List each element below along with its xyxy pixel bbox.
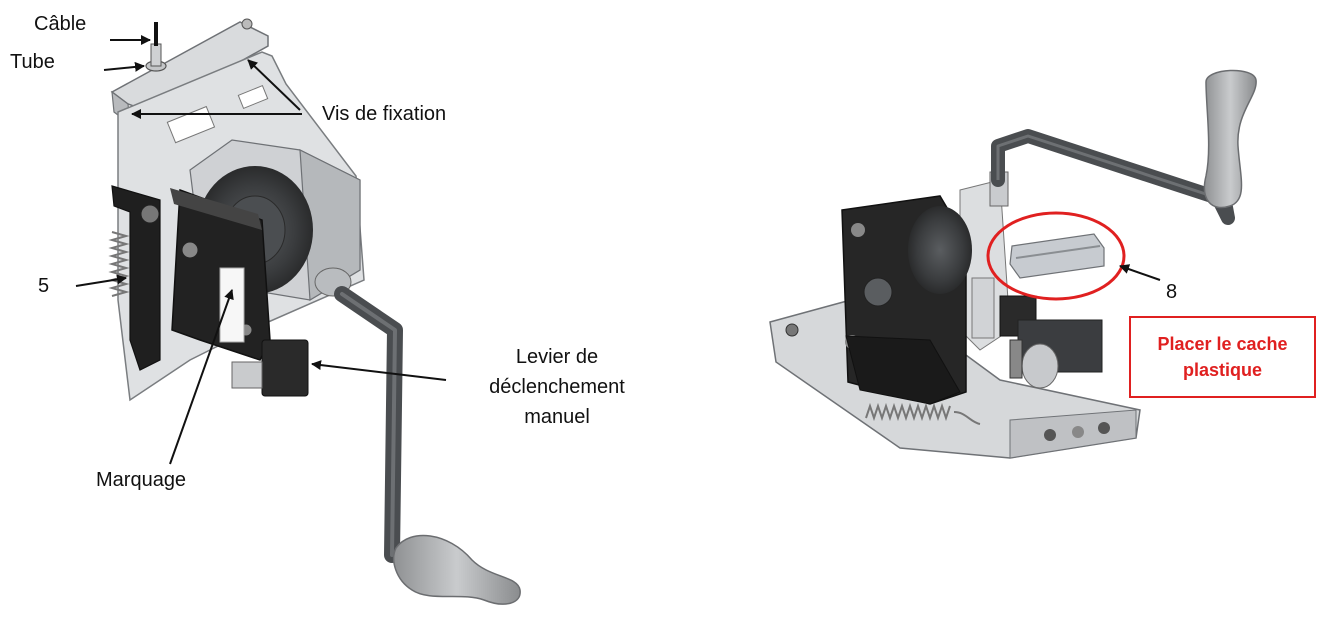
right-crank-arm [991,129,1235,225]
marking-sticker [219,267,245,343]
label-release-lever: Levier de déclenchement manuel [489,346,625,428]
crank-handle [392,534,521,605]
spring [108,231,130,297]
label-marking: Marquage [96,469,187,491]
plastic-cover [1009,233,1105,279]
callout-text: Placer le cache plastique [1157,334,1288,380]
fixing-screw-arrow-1 [247,59,301,111]
lever-arm [111,185,161,371]
crank-arm [334,286,403,563]
right-spring [865,402,981,425]
right-winch-assembly [769,69,1257,459]
item-8-arrow [1119,264,1161,281]
release-lever-arrow [311,360,447,381]
callout-box: Placer le cache plastique [1129,316,1316,398]
leader-lines [75,35,1161,465]
label-cable: Câble [34,13,87,35]
right-crank-handle [1203,69,1257,209]
left-winch-assembly [108,18,521,605]
label-fixing-screws: Vis de fixation [322,103,447,125]
label-item-5: 5 [38,275,50,297]
marking-arrow [169,289,234,465]
item-5-arrow [75,274,127,287]
label-item-8: 8 [1166,281,1178,303]
release-lever-block [261,339,309,397]
highlight-ellipse [986,211,1126,301]
label-tube: Tube [10,51,55,73]
tube-arrow [103,61,145,72]
